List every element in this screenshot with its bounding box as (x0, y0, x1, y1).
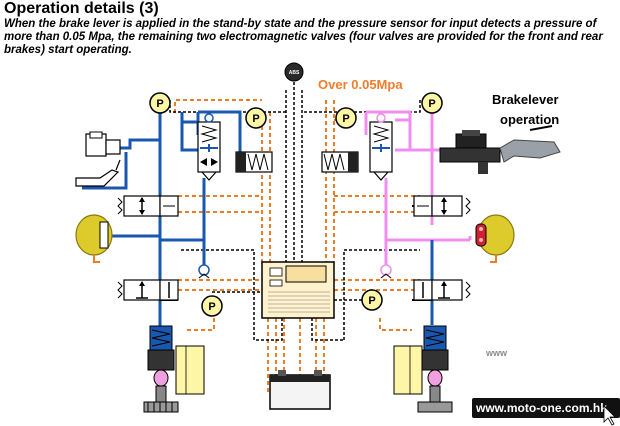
battery-icon (269, 370, 331, 410)
pressure-sensor-rear-input: P (421, 92, 443, 114)
watermark-url: www.moto-one.com.hk (475, 401, 607, 415)
front-brake-caliper (75, 214, 113, 263)
brand-watermark: www MOTO one www.moto-one.com.hk (472, 344, 620, 426)
pressure-sensor-rear-caliper: P (361, 289, 383, 311)
rear-brake-caliper (475, 214, 515, 263)
abs-indicator: ABS (284, 62, 304, 82)
rear-pump-assembly (393, 325, 453, 413)
pressure-sensor-front-input: P (149, 92, 171, 114)
sensor-wiring (159, 72, 433, 341)
front-brake-circuit (82, 110, 242, 330)
abs-indicator-label: ABS (289, 70, 300, 76)
pressure-threshold-label: Over 0.05Mpa (318, 77, 403, 92)
sensor-label: P (428, 98, 435, 110)
front-master-cylinder (75, 131, 121, 187)
watermark-small-text: www (485, 348, 508, 358)
pressure-sensor-rear-valve: P (335, 107, 357, 129)
slide-description: When the brake lever is applied in the s… (4, 18, 603, 56)
sensor-label: P (368, 295, 375, 307)
rear-solenoid-valve-lower (413, 279, 471, 301)
rear-brake-circuit (364, 110, 472, 270)
operation-label: operation (500, 112, 559, 127)
rear-simulator-spring (321, 151, 359, 173)
front-solenoid-valve-upper (117, 195, 179, 217)
pressure-sensor-front-valve: P (245, 107, 267, 129)
abs-ecu (261, 261, 335, 319)
slide-title: Operation details (3) (4, 0, 159, 17)
rear-stroke-simulator-valve (369, 113, 393, 181)
watermark-brand-big: one (486, 359, 557, 403)
brake-lever-icon (439, 125, 561, 174)
sensor-label: P (252, 113, 259, 125)
rear-solenoid-valve-upper (413, 195, 471, 217)
front-solenoid-valve-lower (117, 279, 179, 301)
signal-wiring (174, 99, 420, 392)
watermark-brand-top: MOTO (510, 344, 555, 361)
cursor-icon (603, 405, 616, 426)
brakelever-label: Brakelever (492, 92, 559, 107)
front-check-valve (198, 264, 210, 279)
front-stroke-simulator-valve (197, 113, 221, 181)
front-pump-assembly (143, 325, 205, 413)
front-simulator-spring (235, 151, 273, 173)
sensor-label: P (208, 301, 215, 313)
sensor-label: P (156, 98, 163, 110)
rear-check-valve (380, 264, 392, 279)
sensor-label: P (342, 113, 349, 125)
pressure-sensor-front-caliper: P (201, 295, 223, 317)
